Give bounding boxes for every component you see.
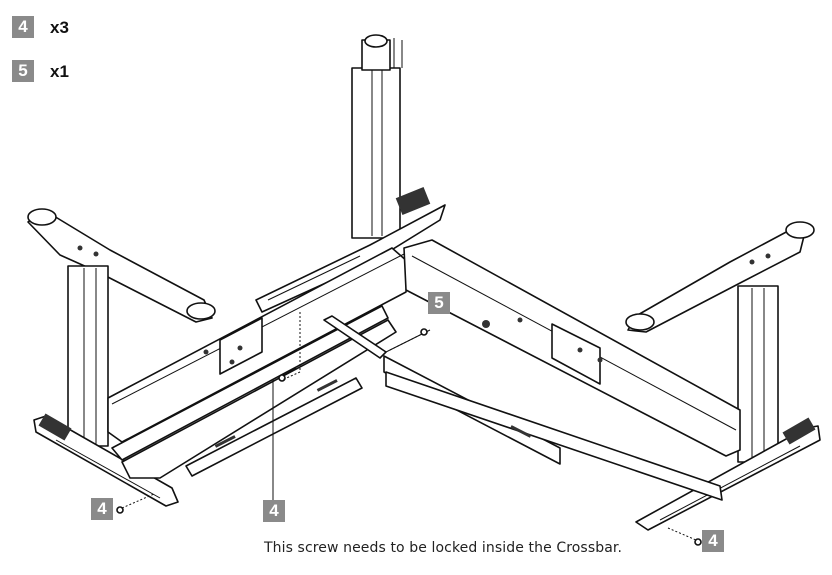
right-leg-foot [635,417,821,531]
instruction-caption: This screw needs to be locked inside the… [264,540,622,556]
callout-screw-center-part-4: 4 [263,500,285,522]
left-arm-bracket [27,208,216,323]
screw-left-foot [116,493,155,514]
left-leg-column [67,265,109,447]
screw-right-foot [667,527,702,546]
callout-screw-left-part-4: 4 [91,498,113,520]
part-5-quantity: x1 [50,62,69,81]
callout-screw-right-part-4: 4 [702,530,724,552]
part-4-badge: 4 [12,16,34,38]
left-beam [107,247,409,443]
back-leg-foot [255,187,446,313]
right-arm-bracket [625,221,815,333]
part-4-quantity: x3 [50,18,69,37]
screw-center [272,312,301,500]
right-beam [403,239,741,457]
screw-crossbar [389,328,428,351]
lower-rails [111,305,723,501]
right-leg-column [737,285,779,463]
back-leg-column [351,34,403,239]
callout-crossbar-part-5: 5 [428,292,450,314]
left-leg-foot [33,413,179,507]
part-5-badge: 5 [12,60,34,82]
